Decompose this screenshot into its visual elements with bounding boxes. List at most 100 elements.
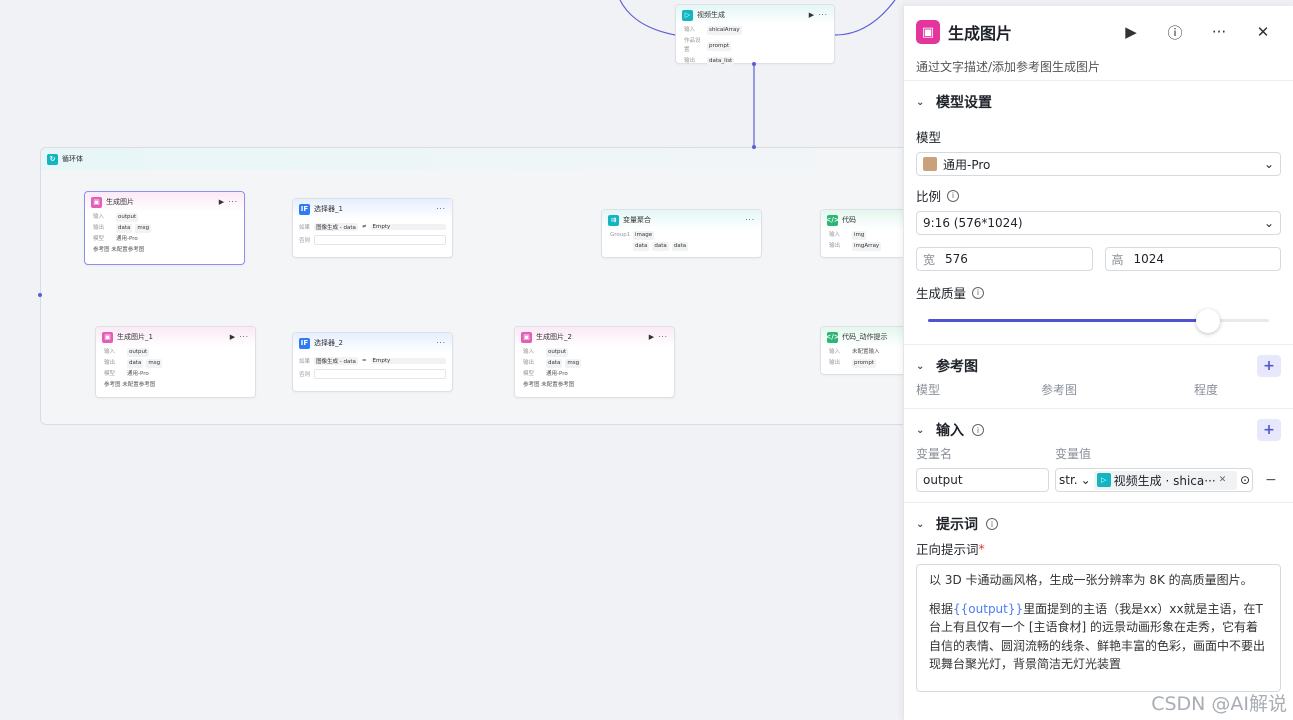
model-avatar-icon	[923, 157, 937, 171]
row-key: 输入	[684, 27, 696, 33]
chevron-down-icon: ⌄	[916, 518, 925, 530]
row-tag: output	[116, 213, 139, 222]
node-settings-panel: ▣ 生成图片 ▶ ⓘ ··· ✕ 通过文字描述/添加参考图生成图片 ⌄模型设置 …	[903, 6, 1293, 720]
var-name-value: output	[923, 473, 963, 487]
group-label: Group1	[610, 232, 631, 238]
ratio-select[interactable]: 9:16 (576*1024)⌄	[916, 211, 1281, 235]
run-icon[interactable]: ▶ ···	[229, 333, 249, 341]
row-tag: image	[633, 231, 655, 240]
info-icon[interactable]: i	[972, 286, 985, 299]
code-icon: </>	[825, 331, 840, 343]
row-tag: output	[127, 348, 150, 357]
aggregate-icon: ⇉	[608, 214, 619, 226]
chevron-down-icon: ⌄	[1263, 157, 1274, 171]
row-tag: 通用-Pro	[127, 371, 149, 377]
more-icon[interactable]: ···	[745, 216, 755, 224]
target-icon[interactable]: ⊙	[1239, 473, 1250, 487]
image-icon: ▣	[521, 331, 532, 343]
node-title: 生成图片_2	[536, 333, 572, 341]
cond-value: 图像生成 - data	[314, 222, 358, 231]
run-icon[interactable]: ▶ ···	[218, 198, 238, 206]
loop-port[interactable]	[38, 293, 42, 297]
var-name-input[interactable]: output	[916, 468, 1049, 492]
more-icon[interactable]: ···	[436, 339, 446, 347]
more-icon[interactable]: ···	[1211, 23, 1227, 41]
chevron-down-icon: ⌄	[916, 96, 925, 108]
section-title: 参考图	[936, 359, 978, 375]
cond-label: 如果	[299, 224, 311, 231]
run-icon[interactable]: ▶ ···	[648, 333, 668, 341]
row-key: 输出	[829, 360, 841, 366]
remove-input-button[interactable]: −	[1265, 472, 1277, 488]
model-label: 模型	[916, 130, 942, 145]
info-icon[interactable]: i	[986, 518, 998, 530]
watermark: CSDN @AI解说	[1151, 693, 1287, 715]
model-select[interactable]: 通用-Pro⌄	[916, 152, 1281, 176]
help-icon[interactable]: ⓘ	[1167, 23, 1183, 42]
var-ref-tag[interactable]: ▷视频生成 · shica···✕	[1093, 470, 1237, 490]
close-icon[interactable]: ✕	[1256, 23, 1270, 41]
row-tag: data_list	[707, 57, 735, 66]
row-tag: 通用-Pro	[546, 371, 568, 377]
cond-op: =	[361, 357, 367, 364]
cond-op: ≠	[361, 223, 367, 230]
row-key: 输入	[93, 214, 105, 220]
output-port[interactable]	[752, 62, 756, 66]
info-icon[interactable]: i	[947, 189, 960, 202]
prompt-variable: {{output}}	[953, 601, 1024, 616]
ref-row: 参考图 未配置参考图	[523, 382, 575, 388]
input-port[interactable]	[752, 145, 756, 149]
row-tag: data	[127, 359, 144, 368]
quality-slider[interactable]	[928, 308, 1269, 333]
else-slot	[314, 368, 446, 379]
ref-row: 参考图 未配置参考图	[104, 382, 156, 388]
node-title: 生成图片	[106, 198, 134, 206]
more-icon[interactable]: ···	[436, 205, 446, 213]
model-settings-header[interactable]: ⌄模型设置	[916, 81, 1281, 123]
remove-tag-icon[interactable]: ✕	[1218, 475, 1227, 485]
positive-prompt-textarea[interactable]: 以 3D 卡通动画风格，生成一张分辨率为 8K 的高质量图片。 根据{{outp…	[916, 564, 1281, 692]
code-icon: </>	[825, 214, 840, 226]
var-value-field[interactable]: str.⌄ ▷视频生成 · shica···✕ ⊙	[1055, 468, 1253, 492]
row-key: 输出	[104, 360, 116, 366]
row-tag: msg	[135, 224, 152, 233]
add-reference-button[interactable]: +	[1257, 355, 1281, 377]
row-tag: output	[546, 348, 569, 357]
loop-icon: ↻	[47, 153, 58, 165]
prompt-text: 根据	[929, 601, 954, 616]
if-icon: IF	[299, 337, 310, 349]
row-tag: prompt	[707, 41, 732, 51]
var-type-select[interactable]: str.	[1059, 473, 1078, 487]
prompt-line-1: 以 3D 卡通动画风格，生成一张分辨率为 8K 的高质量图片。	[929, 573, 1253, 587]
node-title: 代码_动作提示	[842, 333, 888, 341]
row-tag: data	[671, 242, 689, 251]
slider-thumb[interactable]	[1195, 309, 1220, 333]
row-key: 模型	[93, 236, 105, 242]
row-key: 作品设置	[684, 38, 701, 53]
add-input-button[interactable]: +	[1257, 419, 1281, 441]
run-icon[interactable]: ▶	[1125, 23, 1137, 41]
else-label: 否则	[299, 371, 311, 378]
section-title: 输入	[936, 423, 964, 439]
chevron-down-icon: ⌄	[1263, 216, 1274, 230]
info-icon[interactable]: i	[972, 424, 984, 436]
run-icon[interactable]: ▶ ···	[808, 11, 828, 19]
loop-title: 循环体	[62, 155, 83, 163]
node-title: 变量聚合	[623, 216, 651, 224]
reference-header[interactable]: ⌄参考图+	[916, 345, 1281, 387]
